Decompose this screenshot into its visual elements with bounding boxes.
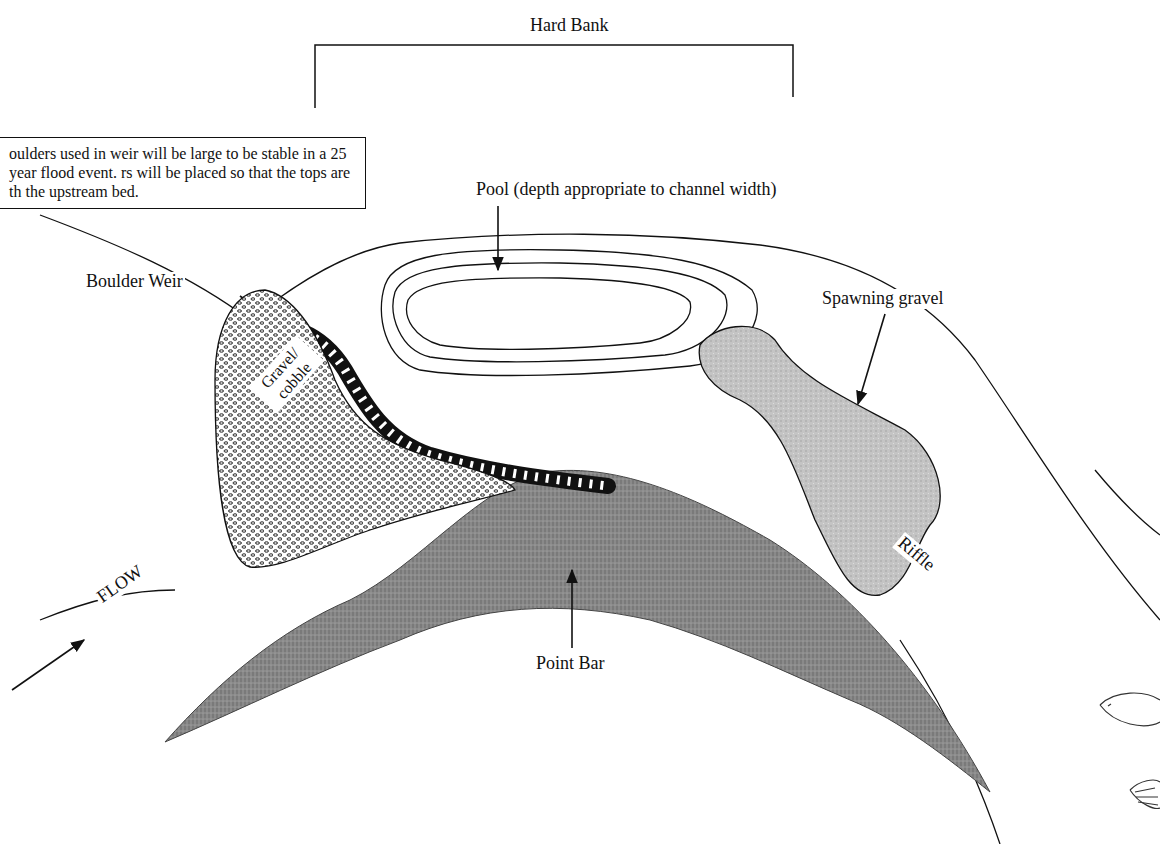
- part-label: Point Bar: [534, 654, 607, 674]
- fish-sketch: [1100, 693, 1160, 808]
- note-text: oulders used in weir will be large to be…: [9, 144, 357, 202]
- gravel-fill: [215, 290, 515, 567]
- note-box: oulders used in weir will be large to be…: [0, 137, 366, 209]
- part-label: Spawning gravel: [820, 289, 945, 309]
- hard-bank-bracket: [315, 45, 793, 108]
- gravel-cobble-region: Gravel/ cobble: [210, 285, 530, 575]
- channel-banks: [40, 215, 1160, 844]
- part-label: FLOW: [92, 560, 148, 608]
- leader-lines: [12, 206, 885, 690]
- region-outline: [210, 285, 530, 575]
- part-label: Pool (depth appropriate to channel width…: [474, 180, 778, 200]
- part-label: Hard Bank: [528, 16, 610, 36]
- part-label: Boulder Weir: [84, 272, 185, 292]
